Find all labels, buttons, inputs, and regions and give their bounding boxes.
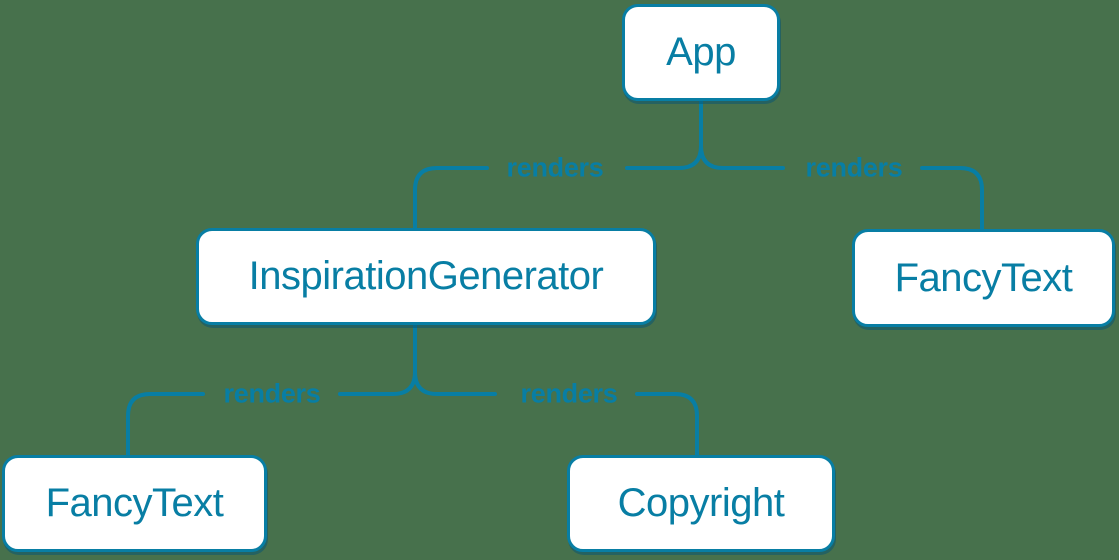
node-fancy-text-bottom: FancyText	[2, 455, 267, 552]
node-inspiration-generator-label: InspirationGenerator	[248, 254, 604, 298]
edge-line	[338, 323, 417, 396]
edge-line	[625, 100, 703, 170]
edge-label-app-fancytext: renders	[805, 152, 903, 183]
edge-label-app-inspirationgenerator: renders	[506, 152, 604, 183]
edge-label-inspirationgenerator-fancytext: renders	[223, 378, 321, 409]
node-fancy-text-bottom-label: FancyText	[45, 481, 224, 525]
edge-line	[413, 323, 497, 396]
node-inspiration-generator: InspirationGenerator	[196, 228, 656, 325]
node-fancy-text-top-label: FancyText	[894, 255, 1073, 300]
edge-label-inspirationgenerator-copyright: renders	[520, 378, 618, 409]
edge-line	[126, 392, 205, 457]
edge-line	[635, 392, 699, 457]
node-fancy-text-top: FancyText	[852, 229, 1115, 327]
edge-inspirationgenerator-to-copyright	[413, 323, 699, 457]
edge-app-to-fancytext	[699, 100, 984, 231]
node-copyright: Copyright	[567, 455, 835, 552]
edge-line	[699, 100, 785, 170]
node-app-label: App	[666, 30, 736, 74]
node-app: App	[622, 4, 780, 101]
node-copyright-label: Copyright	[617, 481, 785, 525]
edge-line	[920, 166, 984, 231]
edge-line	[413, 166, 489, 230]
